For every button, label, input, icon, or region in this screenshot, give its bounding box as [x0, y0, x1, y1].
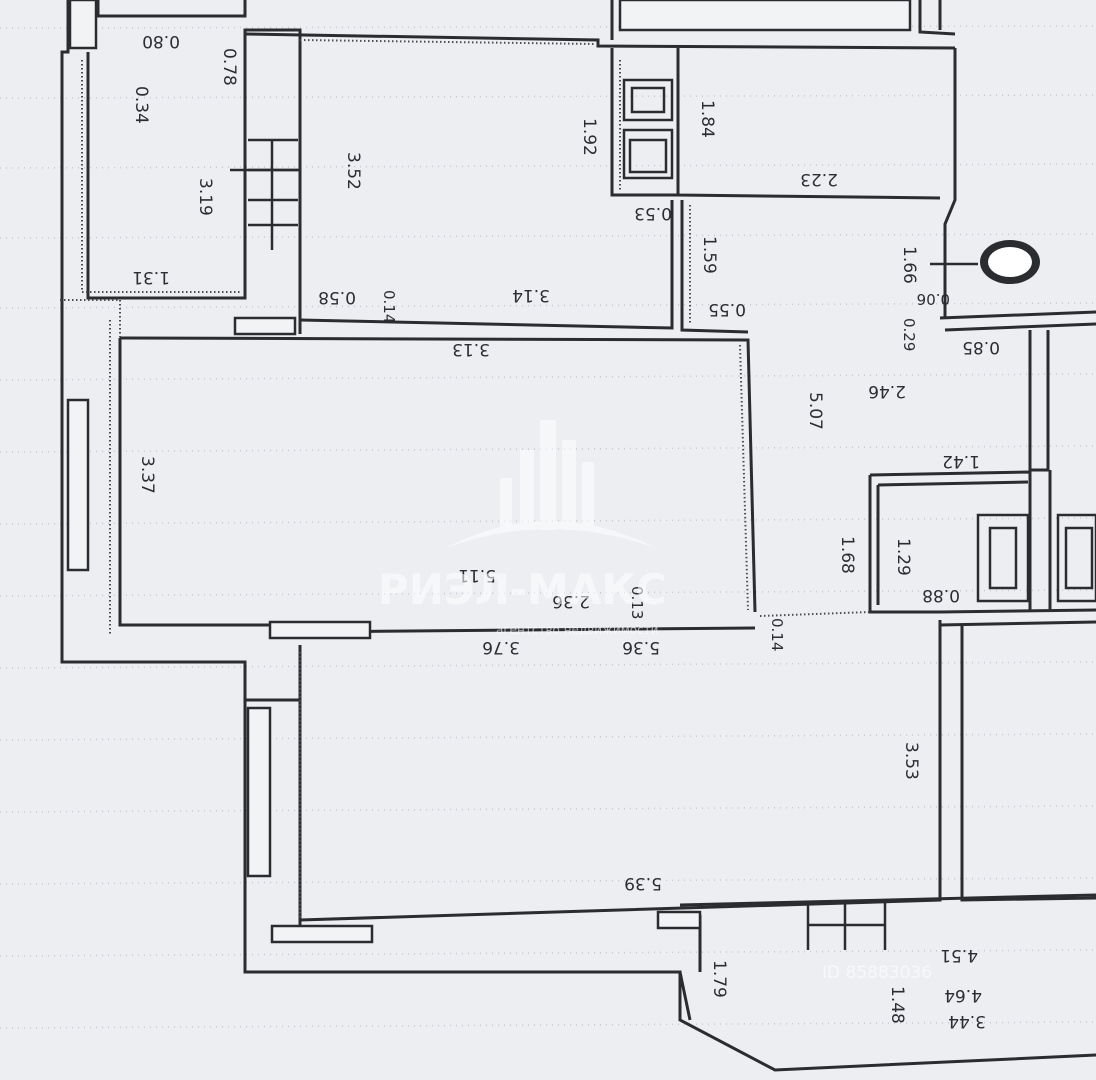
dim-label: 3.14: [512, 285, 550, 305]
dim-label: 0.53: [634, 203, 672, 223]
window-living-room: [246, 706, 272, 878]
dim-label: 2.46: [868, 381, 906, 401]
exterior-walls: [60, 0, 1096, 1072]
windows: [66, 0, 912, 944]
dim-label: 0.80: [142, 31, 180, 51]
dim-label: 0.14: [768, 618, 786, 651]
dim-label: 4.51: [940, 945, 978, 965]
watermark-brand: РИЭЛ-МАКС: [378, 565, 667, 614]
window-bottom-a: [270, 924, 374, 944]
watermark-listing-id: ID 85883036: [822, 963, 932, 983]
interior-walls: [119, 0, 1096, 1021]
dim-label: 0.06: [917, 290, 950, 308]
dim-label: 3.76: [482, 637, 520, 657]
dim-label: 0.34: [131, 86, 151, 124]
dim-label: 0.58: [318, 287, 356, 307]
dim-label: 0.13: [628, 586, 646, 619]
dim-label: 0.55: [708, 299, 746, 319]
dim-label: 3.52: [343, 152, 363, 190]
dim-label: 3.53: [901, 742, 921, 780]
dim-label: 3.13: [452, 339, 490, 359]
dim-label: 5.36: [622, 637, 660, 657]
dim-label: 3.19: [195, 178, 215, 216]
dim-label: 3.44: [948, 1011, 986, 1031]
stove-icon: [622, 78, 674, 180]
window-bedroom-top: [233, 316, 297, 336]
dim-label: 4.64: [944, 985, 982, 1005]
dim-label: 1.79: [709, 960, 729, 998]
dim-label: 0.29: [900, 318, 918, 351]
dim-label: 3.37: [137, 456, 157, 494]
dim-label: 2.23: [800, 169, 838, 189]
dim-label: 0.78: [219, 48, 239, 86]
dim-label: 1.48: [887, 986, 907, 1024]
dim-label: 1.59: [699, 236, 719, 274]
dim-label: 0.88: [922, 585, 960, 605]
window-bottom-b: [656, 910, 702, 930]
dim-label: 5.07: [805, 392, 825, 430]
dim-label: 1.84: [697, 100, 717, 138]
fixtures: [230, 78, 1096, 950]
watermark-tagline: агентство недвижимости: [496, 623, 658, 637]
dim-label: 5.39: [624, 873, 662, 893]
balcony-rail: [806, 900, 887, 950]
dim-label: 1.68: [837, 536, 857, 574]
window-top-left: [68, 0, 98, 50]
dim-label: 0.85: [962, 337, 1000, 357]
dim-label: 1.92: [579, 118, 599, 156]
window-left-bedroom: [66, 398, 90, 572]
brand-watermark: РИЭЛ-МАКС агентство недвижимости ID 8588…: [378, 420, 932, 983]
window-kitchen-top: [618, 0, 912, 32]
dim-label: 5.11: [458, 565, 496, 585]
dim-label: 1.66: [899, 246, 919, 284]
dim-label: 2.36: [552, 591, 590, 611]
dimension-labels: 0.34 0.80 0.78 1.31 3.19 3.52 1.92 1.84 …: [131, 31, 1000, 1031]
window-mid-a: [268, 620, 372, 640]
ventilation-shaft-icon: [930, 240, 1040, 284]
building-logo-icon: [446, 420, 656, 548]
sink-icon: [976, 513, 1096, 603]
dim-label: 1.42: [942, 451, 980, 471]
dim-label: 1.31: [132, 267, 170, 287]
radiator-icon: [230, 138, 300, 250]
dim-label: 0.14: [380, 290, 398, 323]
dim-label: 1.29: [893, 538, 913, 576]
